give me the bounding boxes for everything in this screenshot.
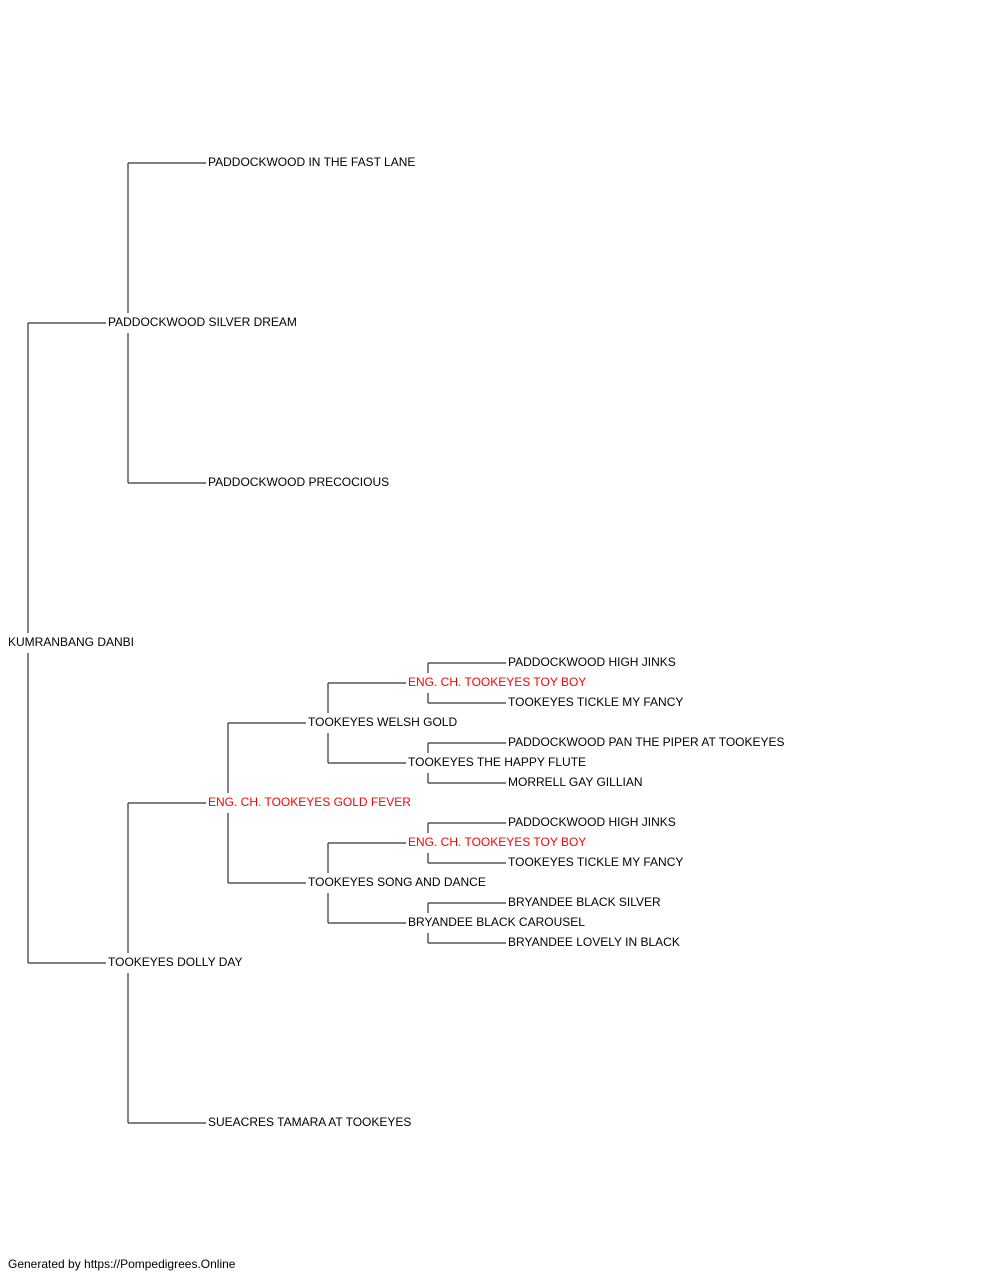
pedigree-node: TOOKEYES TICKLE MY FANCY <box>508 855 684 869</box>
pedigree-node: TOOKEYES THE HAPPY FLUTE <box>408 755 587 769</box>
pedigree-node: PADDOCKWOOD HIGH JINKS <box>508 655 676 669</box>
pedigree-node: TOOKEYES DOLLY DAY <box>108 955 243 969</box>
pedigree-node: PADDOCKWOOD SILVER DREAM <box>108 315 297 329</box>
pedigree-node: BRYANDEE LOVELY IN BLACK <box>508 935 680 949</box>
pedigree-node: PADDOCKWOOD HIGH JINKS <box>508 815 676 829</box>
pedigree-node: KUMRANBANG DANBI <box>8 635 135 649</box>
pedigree-node: ENG. CH. TOOKEYES TOY BOY <box>408 675 587 689</box>
pedigree-node: TOOKEYES TICKLE MY FANCY <box>508 695 684 709</box>
footer-credit: Generated by https://Pompedigrees.Online <box>8 1257 236 1271</box>
pedigree-node: MORRELL GAY GILLIAN <box>508 775 643 789</box>
pedigree-node: PADDOCKWOOD PRECOCIOUS <box>208 475 390 489</box>
pedigree-node: PADDOCKWOOD PAN THE PIPER AT TOOKEYES <box>508 735 785 749</box>
pedigree-node: SUEACRES TAMARA AT TOOKEYES <box>208 1115 412 1129</box>
pedigree-node: PADDOCKWOOD IN THE FAST LANE <box>208 155 416 169</box>
pedigree-node: ENG. CH. TOOKEYES TOY BOY <box>408 835 587 849</box>
pedigree-node: BRYANDEE BLACK CAROUSEL <box>408 915 585 929</box>
pedigree-node: ENG. CH. TOOKEYES GOLD FEVER <box>208 795 411 809</box>
pedigree-node: TOOKEYES WELSH GOLD <box>308 715 458 729</box>
pedigree-node: BRYANDEE BLACK SILVER <box>508 895 661 909</box>
pedigree-node: TOOKEYES SONG AND DANCE <box>308 875 486 889</box>
